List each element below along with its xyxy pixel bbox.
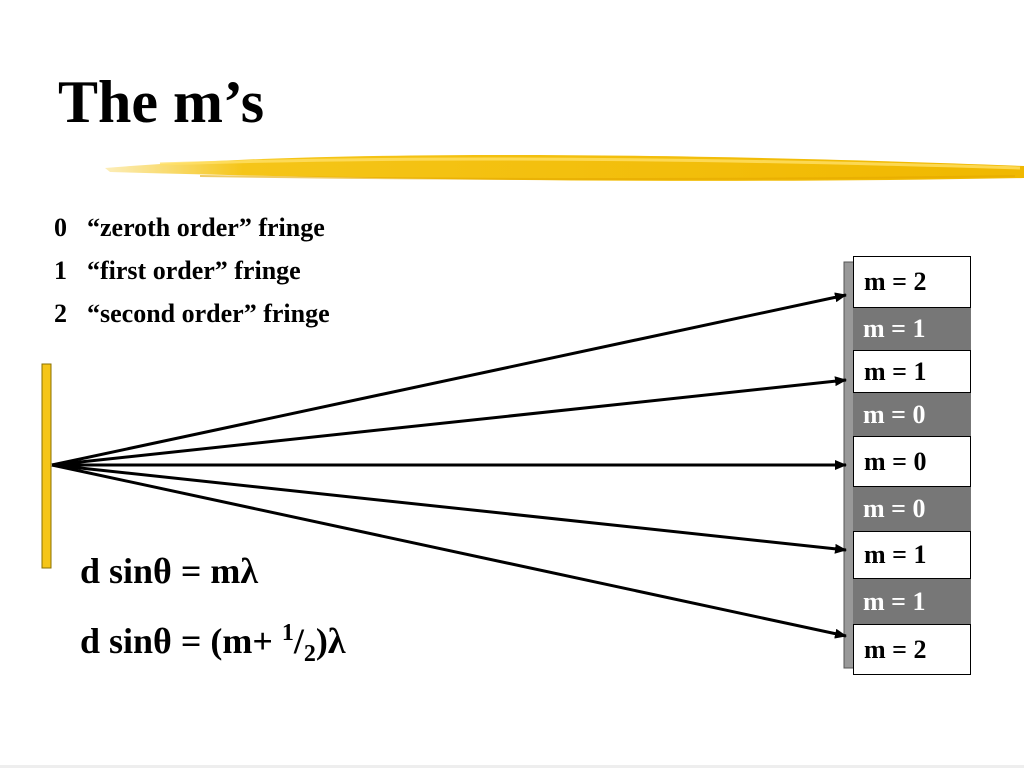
fringe-box-dark: m = 1 <box>853 579 971 624</box>
title-underline-brush <box>105 154 1024 181</box>
order-list: 0“zeroth order” fringe 1“first order” fr… <box>54 206 330 335</box>
fringe-box-dark: m = 1 <box>853 308 971 350</box>
footer-divider <box>0 765 1024 768</box>
ray-m1-upper <box>51 376 847 467</box>
fringe-box-dark: m = 0 <box>853 487 971 531</box>
fringe-box-bright: m = 2 <box>853 624 971 675</box>
order-item-second: 2“second order” fringe <box>54 299 330 328</box>
ray-m2-lower <box>51 463 847 639</box>
fringe-box-bright: m = 0 <box>853 436 971 487</box>
lambda-symbol: λ <box>240 551 259 591</box>
fringe-box-dark: m = 0 <box>853 393 971 436</box>
fringe-box-bright: m = 1 <box>853 350 971 393</box>
equations: d sinθ = mλ d sinθ = (m+ 1/2)λ <box>80 540 346 685</box>
slit-barrier <box>41 363 52 569</box>
order-item-zeroth: 0“zeroth order” fringe <box>54 213 325 242</box>
ray-m2-upper <box>51 292 847 467</box>
fringe-box-bright: m = 2 <box>853 256 971 308</box>
bright-fringe-equation: d sinθ = mλ <box>80 551 259 591</box>
fringe-box-bright: m = 1 <box>853 531 971 579</box>
ray-m1-lower <box>51 463 847 554</box>
order-item-first: 1“first order” fringe <box>54 256 301 285</box>
slide-title: The m’s <box>58 69 265 135</box>
lambda-symbol: λ <box>327 621 346 661</box>
dark-fringe-equation: d sinθ = (m+ 1/2)λ <box>80 620 346 668</box>
